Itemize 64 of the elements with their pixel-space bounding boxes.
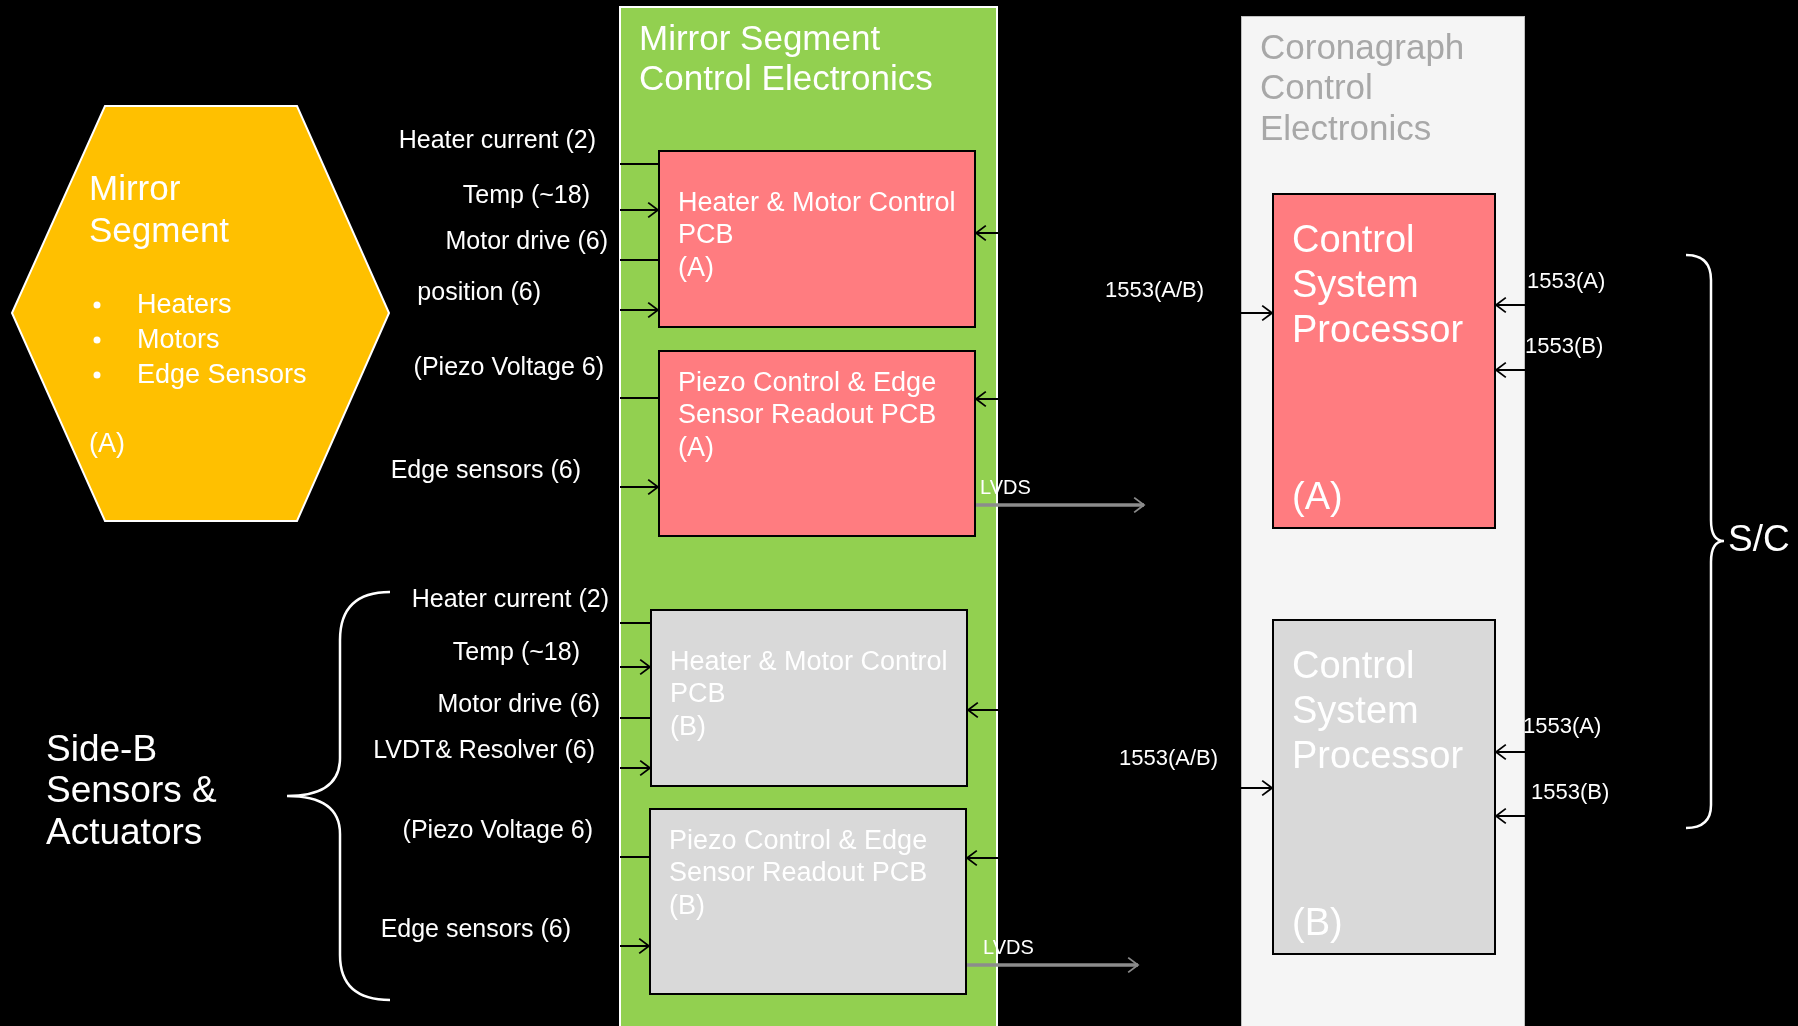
signal-line — [619, 397, 659, 399]
edge-label: 1553(A/B) — [1118, 745, 1218, 771]
arrow — [976, 496, 1145, 514]
signal-line — [619, 717, 651, 719]
edge-label: LVDT& Resolver (6) — [373, 736, 595, 764]
signal-line — [619, 622, 651, 624]
node-text: (A) — [1292, 474, 1343, 519]
arrow — [966, 849, 999, 867]
arrow — [619, 201, 659, 219]
edge-label: Edge sensors (6) — [380, 915, 571, 943]
node-text: Control System Processor — [1292, 217, 1465, 352]
edge-label: (Piezo Voltage 6) — [413, 353, 604, 381]
node-text: Heater & Motor Control PCB — [678, 186, 957, 251]
arrow — [619, 301, 659, 319]
arrow — [1495, 296, 1526, 314]
signal-line — [619, 259, 659, 261]
bullet-item: Motors — [137, 323, 220, 356]
edge-label: Motor drive (6) — [437, 690, 600, 718]
edge-label: Heater current (2) — [398, 126, 596, 154]
process-box — [649, 808, 967, 995]
arrow — [975, 224, 999, 242]
edge-label: 1553(A/B) — [1104, 277, 1204, 303]
edge-label: 1553(B) — [1525, 333, 1604, 359]
arrow — [619, 937, 650, 955]
panel-title: Mirror Segment Control Electronics — [639, 18, 934, 99]
group-panel — [1241, 16, 1525, 1026]
arrow — [619, 478, 659, 496]
process-box — [1272, 619, 1496, 955]
node-text: Piezo Control & Edge Sensor Readout PCB — [678, 366, 938, 431]
node-text: (A) — [678, 430, 714, 464]
arrow — [619, 658, 651, 676]
arrow — [1240, 779, 1273, 797]
signal-line — [619, 163, 659, 165]
bullet-item: Edge Sensors — [137, 358, 307, 391]
edge-label: 1553(A) — [1527, 268, 1606, 294]
bullet-item: Heaters — [137, 288, 232, 321]
edge-label: (Piezo Voltage 6) — [402, 816, 593, 844]
arrow — [975, 390, 999, 408]
edge-label: Motor drive (6) — [445, 227, 608, 255]
arrow — [1495, 361, 1526, 379]
arrow — [967, 701, 999, 719]
edge-label: Heater current (2) — [411, 585, 609, 613]
arrow — [619, 759, 651, 777]
node-text: (A) — [89, 428, 125, 459]
edge-label: Temp (~18) — [462, 181, 590, 209]
node-title: Mirror Segment — [89, 167, 231, 251]
arrow — [1495, 807, 1526, 825]
group-label: Side-B Sensors & Actuators — [46, 728, 218, 853]
arrow — [1240, 304, 1273, 322]
edge-label: position (6) — [417, 278, 541, 306]
process-box — [1272, 193, 1496, 529]
node-text: (A) — [678, 250, 714, 284]
hexagon-node — [11, 105, 390, 522]
process-box — [658, 150, 976, 328]
arrow — [1495, 743, 1526, 761]
process-box — [650, 609, 968, 787]
edge-label: Edge sensors (6) — [390, 456, 581, 484]
panel-title: Coronagraph Control Electronics — [1260, 27, 1466, 148]
edge-label: Temp (~18) — [452, 638, 580, 666]
group-label: S/C — [1728, 518, 1790, 560]
edge-label: 1553(B) — [1531, 779, 1610, 805]
process-box — [658, 350, 976, 537]
signal-line — [619, 856, 650, 858]
arrow — [967, 956, 1139, 974]
